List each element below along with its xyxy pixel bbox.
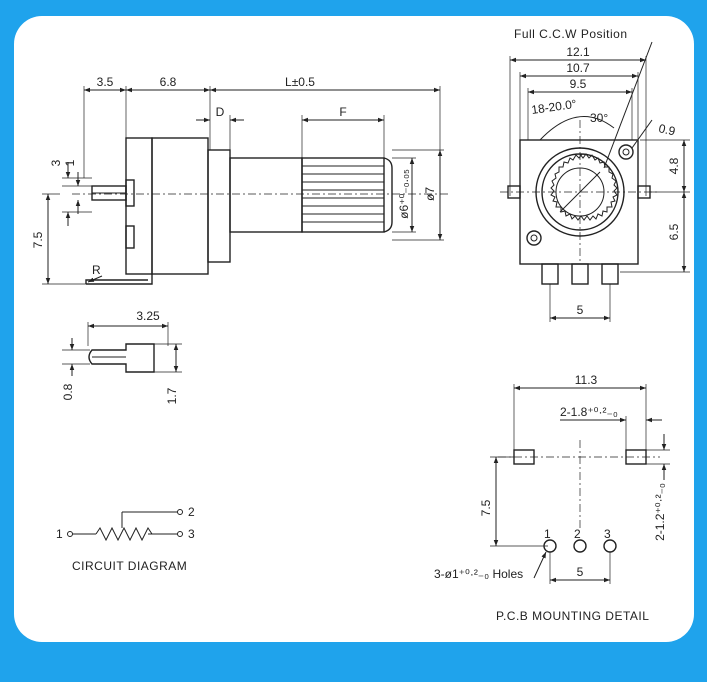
dim-1: 1 [63,159,77,166]
circuit-caption: CIRCUIT DIAGRAM [72,559,187,573]
pcb-pin-2: 2 [574,527,581,541]
dim-7-5-pcb: 7.5 [479,499,493,516]
side-view: 3.5 6.8 L±0.5 D F [31,75,450,285]
dim-l: L±0.5 [285,75,315,89]
dim-d: D [216,105,225,119]
dim-7-5: 7.5 [31,231,45,248]
dim-3: 3 [49,159,63,166]
pcb-pin-1: 1 [544,527,551,541]
dim-4-8: 4.8 [667,157,681,174]
terminal-detail: 3.25 0.8 1.7 [61,309,182,404]
circuit-pin-1: 1 [56,527,63,541]
dim-0-9: 0.9 [657,121,677,138]
circuit-pin-3: 3 [188,527,195,541]
dim-9-5: 9.5 [570,77,587,91]
dim-3-25: 3.25 [136,309,160,323]
dim-1-7: 1.7 [165,387,179,404]
dim-6-8: 6.8 [160,75,177,89]
front-view-title: Full C.C.W Position [514,27,628,41]
dim-slot: 2-1.8⁺⁰·²₋₀ [560,405,618,419]
dim-11-3: 11.3 [575,373,598,387]
dim-holes: 3-ø1⁺⁰·²₋₀ Holes [434,567,523,581]
pcb-caption: P.C.B MOUNTING DETAIL [496,609,649,623]
dim-slot-h: 2-1.2⁺⁰·²₋₀ [653,483,667,541]
dim-5-front: 5 [577,303,584,317]
pcb-mounting-detail: 11.3 2-1.8⁺⁰·²₋₀ 2-1.2⁺⁰·²₋₀ 7.5 1 2 3 3… [434,373,670,623]
dim-f: F [339,105,346,119]
pcb-pin-3: 3 [604,527,611,541]
dim-6-5: 6.5 [667,223,681,240]
circuit-pin-2: 2 [188,505,195,519]
dim-10-7: 10.7 [566,61,590,75]
dim-angle-1: 18-20.0° [530,97,577,117]
dim-r: R [92,263,101,277]
dim-12-1: 12.1 [566,45,590,59]
dim-5-pcb: 5 [577,565,584,579]
dim-phi6: ø6⁺⁰₋₀.₀₅ [397,169,411,219]
dim-0-8: 0.8 [61,383,75,400]
dim-3-5: 3.5 [97,75,114,89]
circuit-diagram: 1 3 2 CIRCUIT DIAGRAM [56,505,195,573]
front-view: Full C.C.W Position 12.1 10.7 9.5 18-20.… [500,27,690,322]
dim-phi7: ø7 [423,187,437,201]
